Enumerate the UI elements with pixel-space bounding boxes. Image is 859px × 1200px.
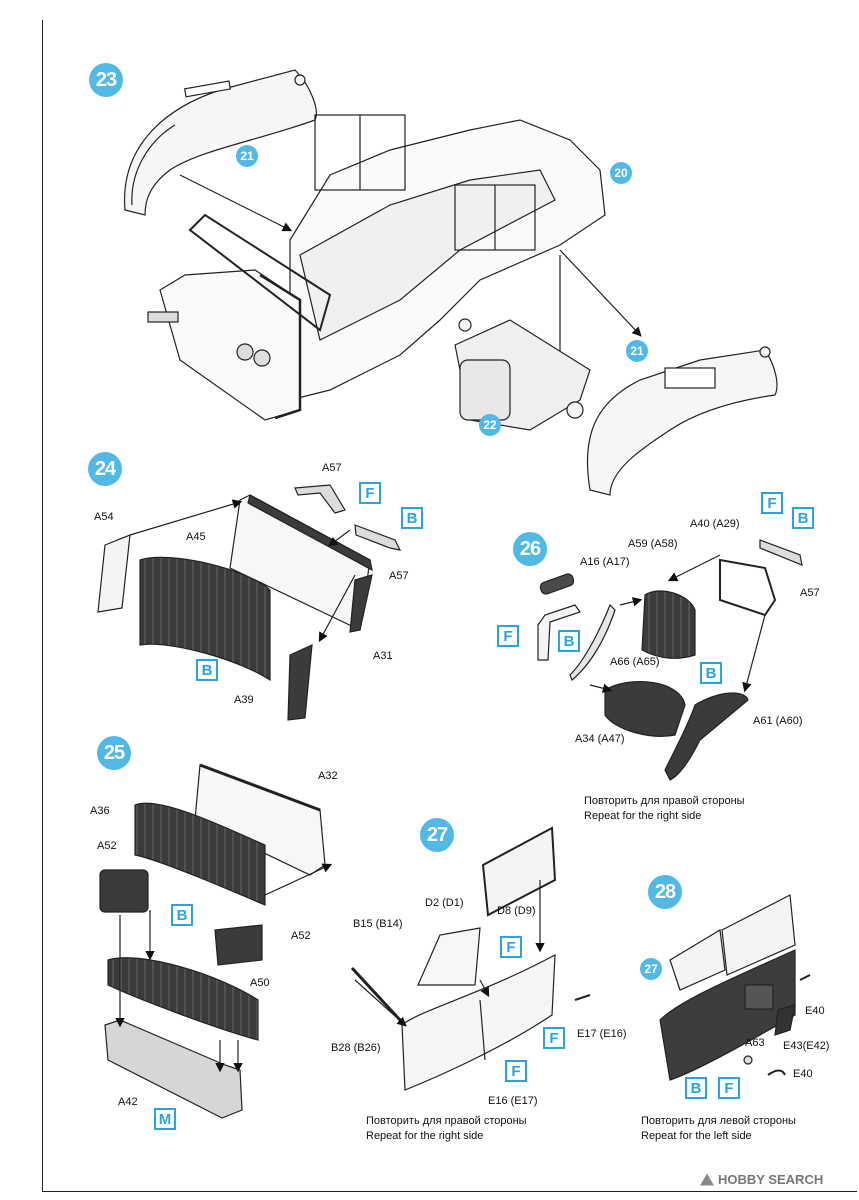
- part-label: A61 (A60): [753, 715, 803, 727]
- part-label: A34 (A47): [575, 733, 625, 745]
- part-label: E17 (E16): [577, 1028, 627, 1040]
- step27-drawing: [350, 826, 591, 1091]
- step-number-28: 28: [648, 875, 682, 909]
- part-label: A57: [389, 570, 409, 582]
- ref-step-27: 27: [640, 958, 662, 980]
- step-number-23: 23: [89, 63, 123, 97]
- step23-drawing: [124, 69, 778, 496]
- repeat-note-en: Repeat for the right side: [366, 1130, 484, 1142]
- ref-step-21: 21: [626, 340, 648, 362]
- repeat-note: Повторить для правой стороны Repeat for …: [584, 794, 745, 824]
- part-label: A54: [94, 511, 114, 523]
- step24-drawing: [97, 484, 402, 721]
- part-label: E40: [805, 1005, 825, 1017]
- part-label: D8 (D9): [497, 905, 536, 917]
- color-code-F: F: [359, 482, 381, 504]
- part-label: D2 (D1): [425, 897, 464, 909]
- color-code-M: M: [154, 1108, 176, 1130]
- color-code-F: F: [505, 1060, 527, 1082]
- watermark-text: HOBBY SEARCH: [718, 1172, 824, 1187]
- color-code-B: B: [685, 1077, 707, 1099]
- part-label: A16 (A17): [580, 556, 630, 568]
- page-frame: [42, 20, 857, 1192]
- part-label: E40: [793, 1068, 813, 1080]
- color-code-F: F: [761, 492, 783, 514]
- step-number-26: 26: [513, 532, 547, 566]
- part-label: A52: [291, 930, 311, 942]
- ref-step-22: 22: [479, 414, 501, 436]
- part-label: A50: [250, 977, 270, 989]
- color-code-F: F: [497, 625, 519, 647]
- step-number-27: 27: [420, 818, 454, 852]
- repeat-note: Повторить для правой стороны Repeat for …: [366, 1114, 527, 1144]
- part-label: A31: [373, 650, 393, 662]
- color-code-B: B: [558, 630, 580, 652]
- step26-drawing: [537, 539, 803, 781]
- repeat-note-ru: Повторить для левой стороны: [641, 1115, 796, 1127]
- part-label: E16 (E17): [488, 1095, 538, 1107]
- repeat-note-en: Repeat for the left side: [641, 1130, 752, 1142]
- part-label: A40 (A29): [690, 518, 740, 530]
- part-label: A52: [97, 840, 117, 852]
- color-code-B: B: [700, 662, 722, 684]
- part-label: B28 (B26): [331, 1042, 381, 1054]
- repeat-note-ru: Повторить для правой стороны: [366, 1115, 527, 1127]
- step28-drawing: [659, 894, 811, 1081]
- step-number-24: 24: [88, 452, 122, 486]
- watermark: HOBBY SEARCH: [700, 1172, 823, 1187]
- repeat-note: Повторить для левой стороны Repeat for t…: [641, 1114, 796, 1144]
- part-label: A66 (A65): [610, 656, 660, 668]
- repeat-note-ru: Повторить для правой стороны: [584, 795, 745, 807]
- part-label: A57: [322, 462, 342, 474]
- part-label: A45: [186, 531, 206, 543]
- part-label: A36: [90, 805, 110, 817]
- part-label: B15 (B14): [353, 918, 403, 930]
- color-code-F: F: [500, 936, 522, 958]
- color-code-B: B: [171, 904, 193, 926]
- step25-drawing: [99, 763, 333, 1119]
- part-label: A32: [318, 770, 338, 782]
- part-label: A42: [118, 1096, 138, 1108]
- part-label: A57: [800, 587, 820, 599]
- color-code-B: B: [401, 507, 423, 529]
- repeat-note-en: Repeat for the right side: [584, 810, 702, 822]
- color-code-B: B: [792, 507, 814, 529]
- part-label: E43(E42): [783, 1040, 830, 1052]
- part-label: A59 (A58): [628, 538, 678, 550]
- color-code-F: F: [718, 1077, 740, 1099]
- step-number-25: 25: [97, 736, 131, 770]
- part-label: A63: [745, 1037, 765, 1049]
- color-code-B: B: [196, 659, 218, 681]
- part-label: A39: [234, 694, 254, 706]
- ref-step-20: 20: [610, 162, 632, 184]
- color-code-F: F: [543, 1027, 565, 1049]
- ref-step-21: 21: [236, 145, 258, 167]
- hobby-search-logo-icon: [700, 1173, 714, 1186]
